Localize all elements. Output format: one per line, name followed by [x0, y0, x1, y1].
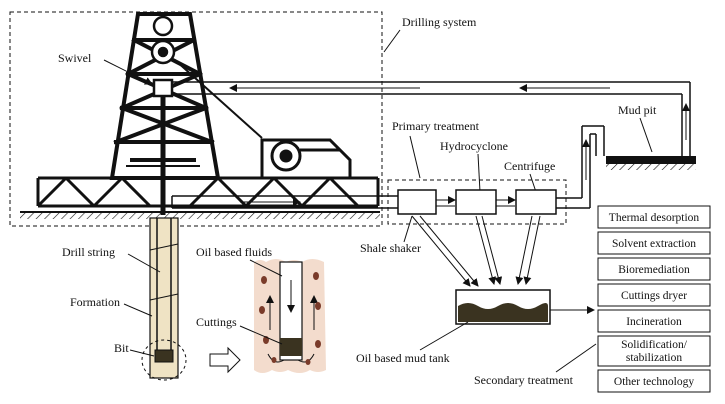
- bit-label: Bit: [114, 341, 129, 355]
- mud-sediment: [458, 303, 548, 322]
- formation-dots: [259, 272, 321, 365]
- centrifuge-label: Centrifuge: [504, 159, 555, 173]
- waste-to-tank-arrows: [411, 215, 541, 287]
- primary-treatment-boundary: [387, 179, 567, 225]
- oil-based-mud-tank-label: Oil based mud tank: [356, 351, 450, 365]
- method-label-1: Solvent extraction: [612, 238, 696, 250]
- zoom-arrow: [209, 346, 241, 374]
- oil-based-fluids-label: Oil based fluids: [196, 245, 272, 259]
- mud-supply-line: [172, 81, 691, 158]
- drilling-system-label: Drilling system: [402, 15, 477, 29]
- substructure: [36, 176, 380, 208]
- method-label-6: stabilization: [626, 352, 682, 364]
- shale-shaker-label: Shale shaker: [360, 241, 421, 255]
- mud-pit-label: Mud pit: [618, 103, 657, 117]
- drill-string-label: Drill string: [62, 245, 115, 259]
- swivel: [152, 78, 174, 98]
- method-bioremediation: [597, 257, 711, 281]
- method-cuttings-dryer: [597, 283, 711, 307]
- method-thermal-desorption: [597, 205, 711, 229]
- hydrocyclone-label: Hydrocyclone: [440, 139, 508, 153]
- flow-line: [171, 195, 398, 209]
- cuttings-label: Cuttings: [196, 315, 237, 329]
- drill-bit: [154, 349, 174, 363]
- secondary-treatment-label: Secondary treatment: [474, 373, 574, 387]
- drawworks: [174, 59, 352, 180]
- method-label-3: Cuttings dryer: [621, 290, 687, 302]
- method-incineration: [597, 309, 711, 333]
- ground: [20, 212, 380, 219]
- method-label-7: Other technology: [614, 376, 694, 388]
- method-label-5: Solidification/: [621, 339, 688, 351]
- formation-label: Formation: [70, 295, 120, 309]
- method-label-2: Bioremediation: [618, 264, 690, 276]
- swivel-label: Swivel: [58, 51, 92, 65]
- method-solvent-extraction: [597, 231, 711, 255]
- method-other-technology: [597, 369, 711, 393]
- drilling-system-boundary: [9, 11, 383, 227]
- primary-treatment-label: Primary treatment: [392, 119, 480, 133]
- crown-block: [150, 15, 176, 65]
- bit-highlight: [141, 339, 187, 381]
- shale-shaker-unit: [397, 189, 437, 215]
- centrifuge-unit: [515, 189, 557, 215]
- method-label-4: Incineration: [626, 316, 682, 328]
- mud-pit: [606, 156, 696, 164]
- method-solidification: [597, 335, 711, 367]
- secondary-treatment-list: [597, 205, 711, 393]
- method-label-0: Thermal desorption: [609, 212, 700, 224]
- recycle-line: [556, 125, 605, 209]
- hydrocyclone-unit: [455, 189, 497, 215]
